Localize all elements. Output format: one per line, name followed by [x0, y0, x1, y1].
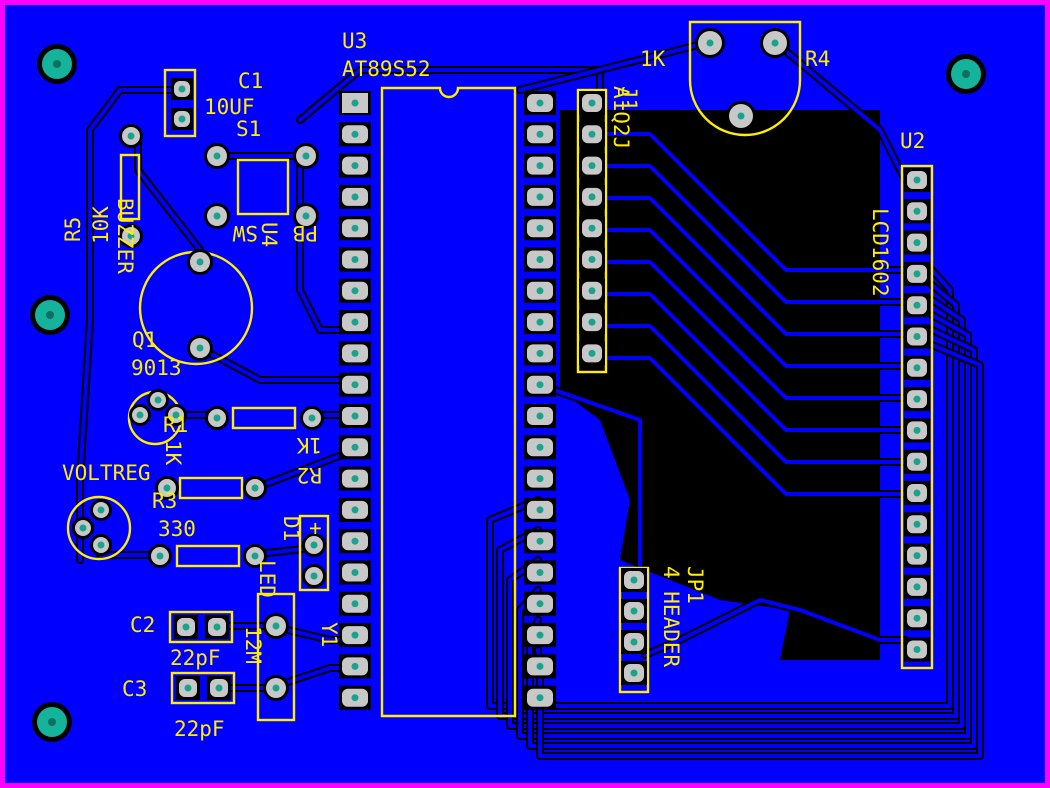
r1-value-label: 1K: [161, 440, 185, 466]
c2-outline: [168, 610, 234, 644]
r4-ref-label: R4: [805, 47, 830, 71]
q1-value-label: 9013: [131, 356, 182, 380]
jp1-value-label: 4 HEADER: [659, 566, 683, 668]
silkscreen-labels: U3 AT89S52 1K R4 U2 LCD1602 J1 J1 A1Q2J …: [61, 29, 925, 741]
u2-ref-label: U2: [900, 129, 925, 153]
c3-ref-label: C3: [122, 677, 147, 701]
component-pads: [72, 28, 930, 710]
s1-value-label: SW: [232, 221, 258, 245]
d1-outline: [298, 514, 330, 592]
d1-ref-label: D1: [279, 516, 303, 541]
u3-ref-label: U3: [342, 29, 367, 53]
r2-value-label: 1K: [296, 433, 322, 457]
s1-outline: [236, 158, 290, 216]
c2-ref-label: C2: [130, 613, 155, 637]
buzzer-value-label: BUZZER: [113, 198, 137, 274]
r4-value-label: 1K: [640, 47, 666, 71]
c3-value-label: 22pF: [174, 717, 225, 741]
r3-ref-label: R3: [152, 489, 177, 513]
y1-outline: [256, 592, 296, 722]
r4-outline: [688, 20, 802, 137]
u2-outline: [900, 164, 934, 670]
vr-outline: [66, 495, 132, 561]
s1-extra-label: PB: [293, 221, 318, 245]
u2-value-label: LCD1602: [868, 208, 892, 297]
c1-value-label: 10UF: [204, 95, 255, 119]
s1-ref-label: S1: [236, 117, 261, 141]
d1-plus-label: +: [309, 516, 322, 540]
d1-value-label: LED: [255, 560, 279, 598]
j1-ref-label: J1: [617, 86, 641, 111]
r3-value-label: 330: [158, 517, 196, 541]
r2-outline: [178, 476, 244, 500]
j1-outline: [576, 88, 608, 374]
r5-ref-label: R5: [61, 217, 85, 242]
q1-ref-label: Q1: [132, 328, 157, 352]
u3-value-label: AT89S52: [342, 57, 431, 81]
u3-outline: [380, 86, 517, 718]
c1-outline: [163, 68, 197, 138]
r2-ref-label: R2: [297, 463, 322, 487]
j1-value-label: A1Q2J: [609, 86, 633, 149]
r3-outline: [175, 544, 241, 568]
r5-outline: [119, 153, 141, 221]
y1-value-label: 12M: [241, 626, 265, 664]
y1-ref-label: Y1: [317, 622, 341, 647]
data-bus-traces: [596, 130, 909, 498]
buzzer-ref-label: U4: [257, 222, 281, 247]
mounting-holes: [30, 44, 986, 742]
pcb-layout: U3 AT89S52 1K R4 U2 LCD1602 J1 J1 A1Q2J …: [5, 5, 1045, 783]
c3-outline: [170, 671, 236, 705]
vr-ref-label: VOLTREG: [62, 461, 151, 485]
c2-value-label: 22pF: [170, 646, 221, 670]
r1-ref-label: R1: [163, 413, 188, 437]
jp1-ref-label: JP1: [683, 566, 707, 604]
c1-ref-label: C1: [238, 69, 263, 93]
r5-value-label: 10K: [89, 206, 113, 244]
r1-outline: [231, 406, 297, 430]
